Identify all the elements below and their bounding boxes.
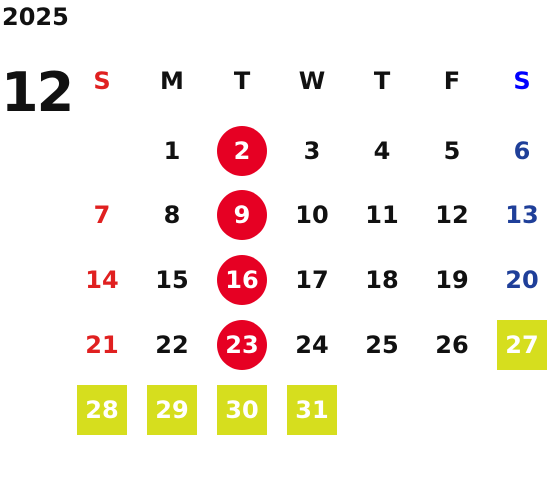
weekday-header-thu: T [373, 67, 391, 95]
day-cell-15: 15 [155, 266, 189, 294]
day-cell-6: 6 [513, 137, 531, 165]
day-cell-18: 18 [365, 266, 399, 294]
day-cell-11: 11 [365, 201, 399, 229]
month-number: 12 [1, 61, 74, 124]
day-cell-7: 7 [93, 201, 111, 229]
weekday-header-sat: S [513, 67, 531, 95]
year-label: 2025 [2, 3, 69, 31]
day-cell-28: 28 [77, 385, 127, 435]
day-cell-1: 1 [163, 137, 181, 165]
day-cell-4: 4 [373, 137, 391, 165]
day-cell-20: 20 [505, 266, 539, 294]
day-cell-17: 17 [295, 266, 329, 294]
day-cell-25: 25 [365, 331, 399, 359]
day-cell-26: 26 [435, 331, 469, 359]
weekday-header-tue: T [233, 67, 251, 95]
day-cell-31: 31 [287, 385, 337, 435]
day-cell-30: 30 [217, 385, 267, 435]
weekday-header-sun: S [93, 67, 111, 95]
day-cell-2: 2 [217, 126, 267, 176]
day-cell-13: 13 [505, 201, 539, 229]
day-cell-14: 14 [85, 266, 119, 294]
day-cell-21: 21 [85, 331, 119, 359]
day-cell-9: 9 [217, 190, 267, 240]
weekday-header-wed: W [298, 67, 326, 95]
weekday-header-fri: F [443, 67, 461, 95]
day-cell-10: 10 [295, 201, 329, 229]
day-cell-3: 3 [303, 137, 321, 165]
day-cell-23: 23 [217, 320, 267, 370]
weekday-header-mon: M [160, 67, 184, 95]
day-cell-19: 19 [435, 266, 469, 294]
day-cell-27: 27 [497, 320, 547, 370]
day-cell-5: 5 [443, 137, 461, 165]
day-cell-29: 29 [147, 385, 197, 435]
day-cell-8: 8 [163, 201, 181, 229]
day-cell-12: 12 [435, 201, 469, 229]
day-cell-22: 22 [155, 331, 189, 359]
day-cell-16: 16 [217, 255, 267, 305]
day-cell-24: 24 [295, 331, 329, 359]
